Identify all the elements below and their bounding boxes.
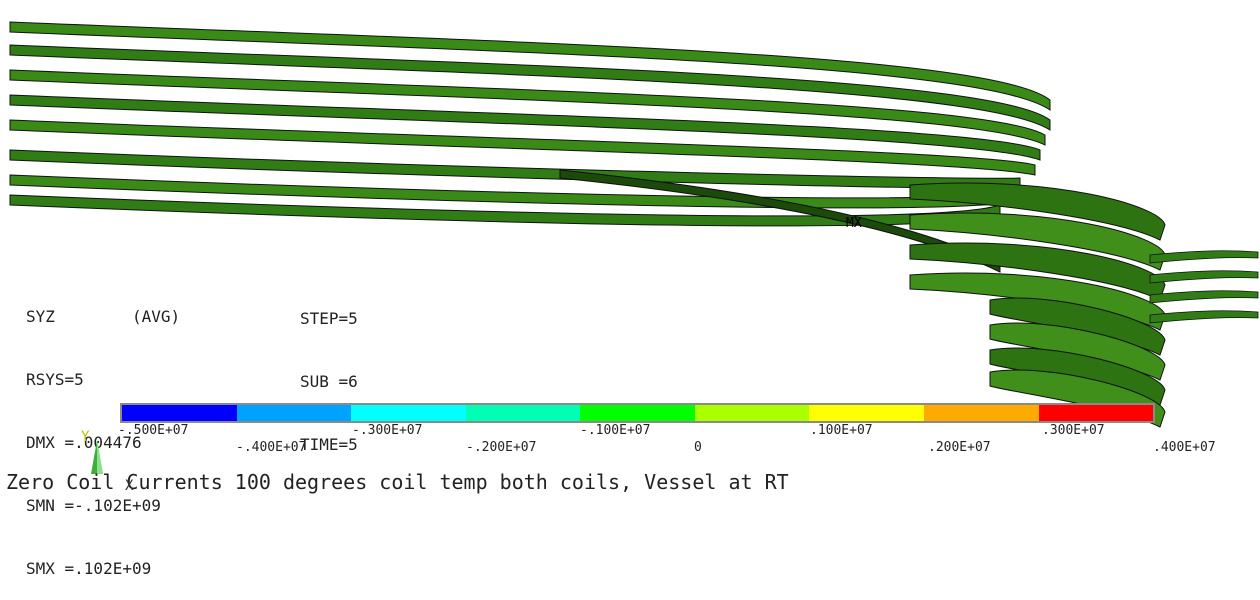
rsys-label: RSYS=5 xyxy=(26,370,84,389)
coil-strips xyxy=(9,21,1051,273)
sub-label: SUB =6 xyxy=(300,372,358,391)
step-label: STEP=5 xyxy=(300,309,358,328)
coil-lead xyxy=(1149,270,1259,284)
coil-strip xyxy=(9,44,1051,131)
model-viewport[interactable] xyxy=(0,0,1260,497)
max-marker: MX xyxy=(846,216,862,231)
coil-strip xyxy=(9,69,1046,146)
plot-caption: Zero Coil Currents 100 degrees coil temp… xyxy=(6,470,789,494)
contour-legend-bar xyxy=(120,403,1155,423)
legend-color-4 xyxy=(465,405,581,421)
legend-color-2 xyxy=(236,405,352,421)
axis-triad-icon xyxy=(91,440,103,474)
legend-tick: -.400E+07 xyxy=(236,440,307,455)
lower-coil-stack xyxy=(909,182,1259,428)
result-info-right: STEP=5 SUB =6 TIME=5 xyxy=(300,266,358,476)
time-label: TIME=5 xyxy=(300,435,358,454)
coil-plate xyxy=(909,212,1166,271)
legend-tick: 0 xyxy=(694,440,702,455)
coil-lead xyxy=(1149,290,1259,304)
axis-y-label: Y xyxy=(81,429,90,445)
legend-color-3 xyxy=(351,405,466,421)
legend-tick: -.100E+07 xyxy=(580,423,651,438)
legend-color-7 xyxy=(809,405,924,421)
coil-strip xyxy=(9,21,1051,111)
coil-strip xyxy=(559,169,1001,273)
legend-color-1 xyxy=(122,405,237,421)
axis-x-label: X xyxy=(125,478,134,494)
legend-color-9 xyxy=(1038,405,1154,421)
legend-color-5 xyxy=(580,405,695,421)
coil-plate xyxy=(909,272,1166,331)
legend-color-8 xyxy=(923,405,1039,421)
legend-tick: -.200E+07 xyxy=(466,440,537,455)
coil-strip xyxy=(9,94,1041,161)
dmx-label: DMX =.004476 xyxy=(26,433,142,452)
legend-tick: .300E+07 xyxy=(1042,423,1105,438)
coil-strip xyxy=(9,119,1036,176)
coil-lead xyxy=(1149,310,1259,324)
coil-lead xyxy=(1149,250,1259,264)
legend-tick: .200E+07 xyxy=(928,440,991,455)
legend-color-6 xyxy=(694,405,810,421)
smn-label: SMN =-.102E+09 xyxy=(26,496,161,515)
legend-tick: -.300E+07 xyxy=(352,423,423,438)
result-label: SYZ (AVG) xyxy=(26,307,181,326)
legend-tick: .100E+07 xyxy=(810,423,873,438)
smx-label: SMX =.102E+09 xyxy=(26,559,152,578)
legend-tick: -.500E+07 xyxy=(118,423,189,438)
coil-plate xyxy=(909,182,1166,241)
legend-tick: .400E+07 xyxy=(1153,440,1216,455)
